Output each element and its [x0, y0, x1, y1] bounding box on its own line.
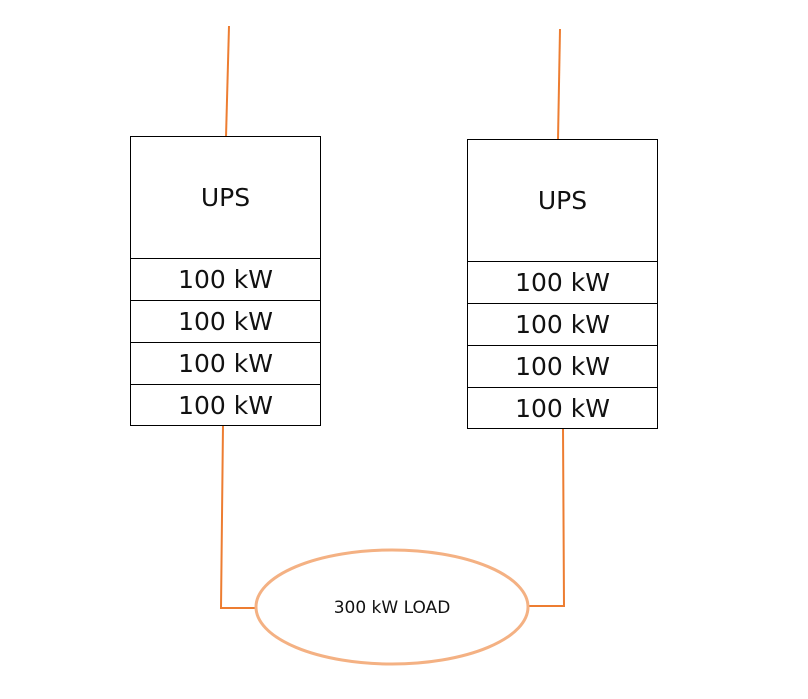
power-module: 100 kW: [468, 262, 657, 304]
power-module: 100 kW: [468, 304, 657, 346]
power-module: 100 kW: [468, 346, 657, 388]
power-module: 100 kW: [515, 393, 610, 423]
load-ellipse: [254, 548, 530, 666]
load-label: 300 kW LOAD: [333, 598, 451, 618]
ups-label: UPS: [131, 137, 320, 259]
power-module: 100 kW: [131, 259, 320, 301]
input-feed-right: [557, 28, 561, 141]
input-feed-left: [225, 25, 230, 138]
output-feed-left: [219, 424, 257, 609]
ups-label: UPS: [468, 140, 657, 262]
power-module: 100 kW: [178, 390, 273, 420]
power-module: 100 kW: [131, 343, 320, 385]
ups-unit-left: UPS 100 kW 100 kW 100 kW 100 kW: [130, 136, 321, 426]
output-feed-right: [526, 427, 566, 607]
ups-unit-right: UPS 100 kW 100 kW 100 kW 100 kW: [467, 139, 658, 429]
power-module: 100 kW: [131, 301, 320, 343]
